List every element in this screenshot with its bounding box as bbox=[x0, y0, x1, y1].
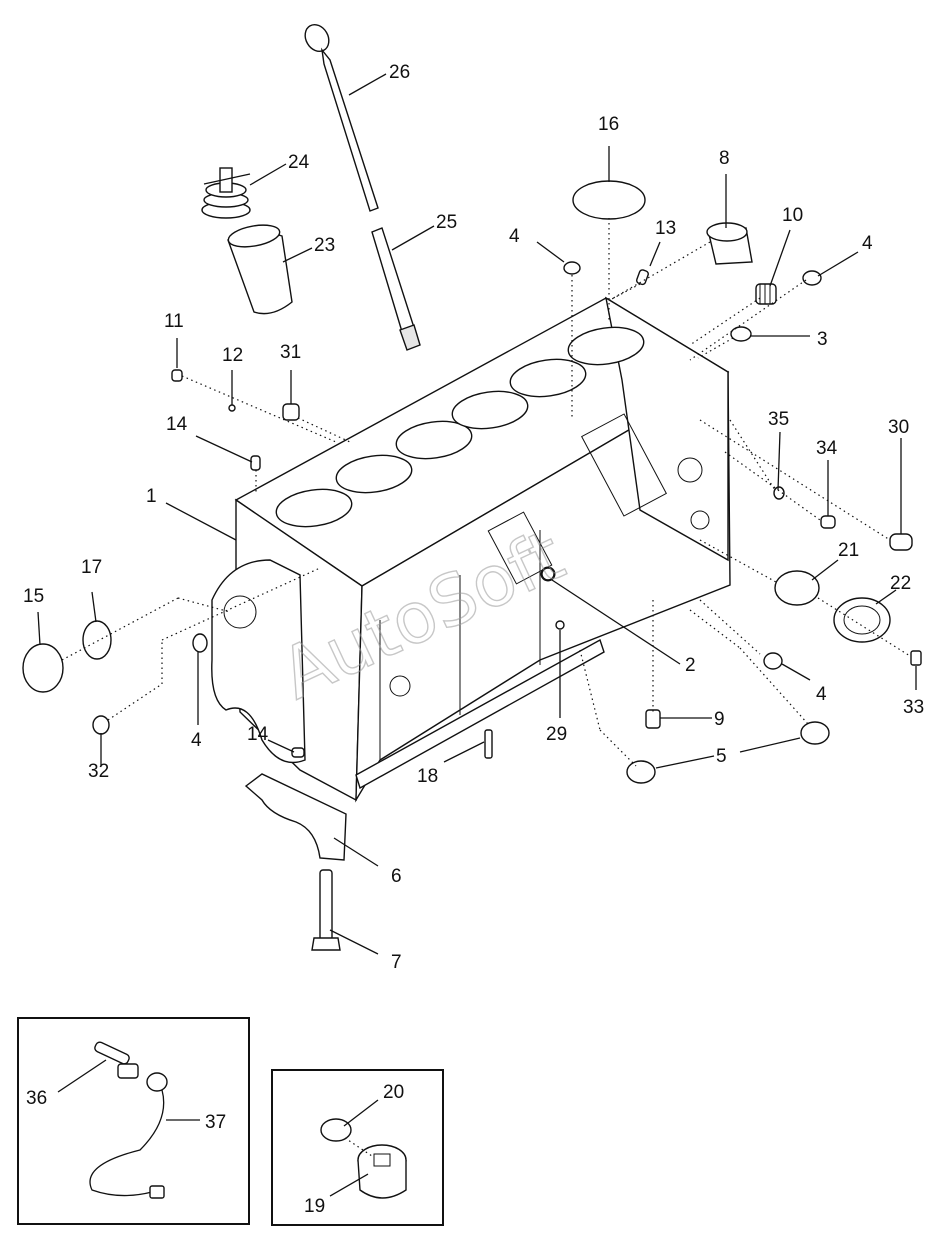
label-9: 9 bbox=[714, 709, 725, 730]
label-35: 35 bbox=[768, 409, 789, 430]
label-22: 22 bbox=[890, 573, 911, 594]
label-4-lower-right: 4 bbox=[816, 684, 827, 705]
label-20: 20 bbox=[383, 1082, 404, 1103]
sensor-9 bbox=[645, 709, 661, 729]
cylinder-block bbox=[211, 296, 731, 803]
cover-22 bbox=[833, 597, 891, 643]
plug-30 bbox=[889, 533, 913, 551]
dipstick-tube bbox=[371, 227, 421, 351]
core-plug-5-right bbox=[800, 721, 830, 745]
label-23: 23 bbox=[314, 235, 335, 256]
label-32: 32 bbox=[88, 761, 109, 782]
callout-labels: 26 24 23 25 16 8 13 4 10 4 3 11 12 31 14… bbox=[23, 62, 924, 1217]
label-2: 2 bbox=[685, 655, 696, 676]
core-plug bbox=[572, 180, 646, 220]
installation-tool bbox=[201, 167, 251, 219]
label-21: 21 bbox=[838, 540, 859, 561]
plug-34 bbox=[820, 515, 836, 529]
label-25: 25 bbox=[436, 212, 457, 233]
cup-plug bbox=[706, 222, 753, 265]
screw-33 bbox=[910, 650, 922, 666]
label-24: 24 bbox=[288, 152, 310, 173]
plug-right-top bbox=[802, 270, 822, 286]
plug-2 bbox=[541, 567, 555, 581]
label-5: 5 bbox=[716, 746, 727, 767]
bolt-18 bbox=[484, 729, 493, 759]
label-37: 37 bbox=[205, 1112, 226, 1133]
label-29: 29 bbox=[546, 724, 567, 745]
dowel-14-top bbox=[250, 455, 261, 471]
plug-3 bbox=[730, 326, 752, 342]
label-1: 1 bbox=[146, 486, 157, 507]
label-8: 8 bbox=[719, 148, 730, 169]
seal-32 bbox=[92, 715, 110, 735]
plug-washer-left bbox=[192, 633, 208, 653]
label-14-bottom: 14 bbox=[247, 724, 269, 745]
plug-washer-top bbox=[563, 261, 581, 275]
cover-plate-15 bbox=[22, 643, 64, 693]
dowel-14-bottom bbox=[291, 747, 305, 758]
threaded-plug bbox=[755, 283, 777, 305]
core-plug-5-left bbox=[626, 760, 656, 784]
label-11: 11 bbox=[164, 311, 184, 332]
label-26: 26 bbox=[389, 62, 410, 83]
plug-11 bbox=[171, 369, 183, 382]
label-15: 15 bbox=[23, 586, 44, 607]
label-7: 7 bbox=[391, 952, 402, 973]
inset-heater bbox=[17, 1017, 250, 1225]
label-19: 19 bbox=[304, 1196, 325, 1217]
label-4-top-right: 4 bbox=[862, 233, 873, 254]
inset-leaders bbox=[57, 1059, 379, 1197]
inset-drain-plug bbox=[271, 1069, 444, 1226]
o-ring-17 bbox=[82, 620, 112, 660]
label-17: 17 bbox=[81, 557, 102, 578]
label-12: 12 bbox=[222, 345, 243, 366]
dowel-pin bbox=[635, 269, 649, 286]
label-33: 33 bbox=[903, 697, 924, 718]
label-4-left: 4 bbox=[191, 730, 202, 751]
plug-4-right bbox=[763, 652, 783, 670]
plug-31 bbox=[282, 403, 300, 421]
pin-12 bbox=[228, 404, 236, 412]
label-3: 3 bbox=[817, 329, 828, 350]
label-13: 13 bbox=[655, 218, 676, 239]
label-30: 30 bbox=[888, 417, 909, 438]
label-31: 31 bbox=[280, 342, 301, 363]
cap-bolt bbox=[311, 869, 341, 951]
plug-35 bbox=[773, 486, 785, 500]
main-bearing-cap bbox=[244, 773, 347, 861]
label-18: 18 bbox=[417, 766, 438, 787]
label-10: 10 bbox=[782, 205, 803, 226]
label-14-top: 14 bbox=[166, 414, 188, 435]
leader-lines bbox=[37, 73, 917, 955]
label-16: 16 bbox=[598, 114, 619, 135]
assembly-centerlines bbox=[61, 218, 911, 767]
dipstick bbox=[304, 23, 379, 212]
label-6: 6 bbox=[391, 866, 402, 887]
label-34: 34 bbox=[816, 438, 838, 459]
gasket-21 bbox=[774, 570, 820, 606]
plug-29 bbox=[555, 620, 565, 630]
label-4-top: 4 bbox=[509, 226, 520, 247]
sleeve bbox=[227, 224, 293, 315]
label-36: 36 bbox=[26, 1088, 47, 1109]
